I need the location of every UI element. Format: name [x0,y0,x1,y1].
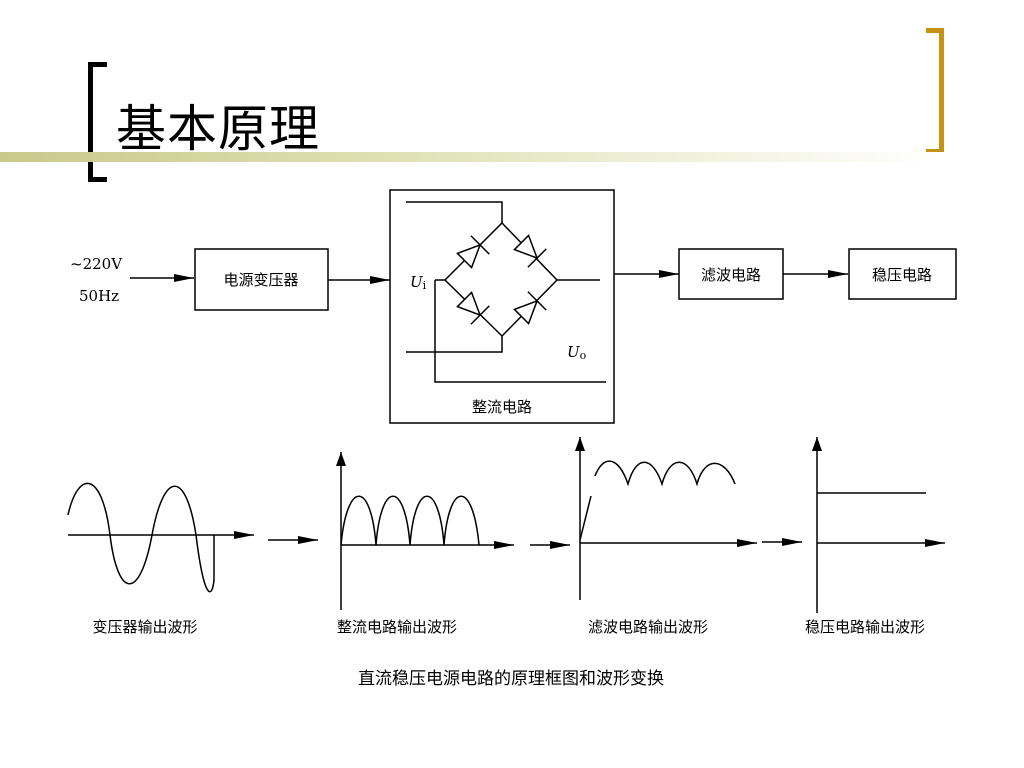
figure-caption: 直流稳压电源电路的原理框图和波形变换 [358,669,664,689]
diode-top-right [513,234,547,268]
transformer-output-label: 变压器输出波形 [92,618,197,636]
input-voltage-symbol: Ui [410,273,427,292]
input-voltage-label: ~220V [70,255,123,273]
diode-bottom-left [456,291,490,325]
page-title: 基本原理 [116,100,320,158]
waveform-filter-output [575,437,757,600]
filter-block-label: 滤波电路 [701,266,761,284]
title-underline-bar [0,152,1024,162]
input-frequency-label: 50Hz [79,287,119,305]
transformer-block-label: 电源变压器 [223,271,298,289]
waveform-regulator-output [812,437,945,613]
waveform-rectifier-output [336,452,514,610]
rectifier-output-label: 整流电路输出波形 [337,618,457,636]
regulator-block-label: 稳压电路 [872,266,932,284]
diode-top-left [456,235,490,269]
waveform-transformer-output [67,482,254,593]
diode-bottom-right [513,291,547,325]
regulator-block [848,248,957,300]
output-voltage-symbol: Uo [567,343,587,362]
regulator-output-label: 稳压电路输出波形 [805,618,925,636]
rectifier-block-label: 整流电路 [472,398,532,416]
title-bracket-right [926,28,944,154]
rectifier-block [389,189,615,424]
filter-output-label: 滤波电路输出波形 [588,618,708,636]
title-bracket-left [88,62,107,182]
